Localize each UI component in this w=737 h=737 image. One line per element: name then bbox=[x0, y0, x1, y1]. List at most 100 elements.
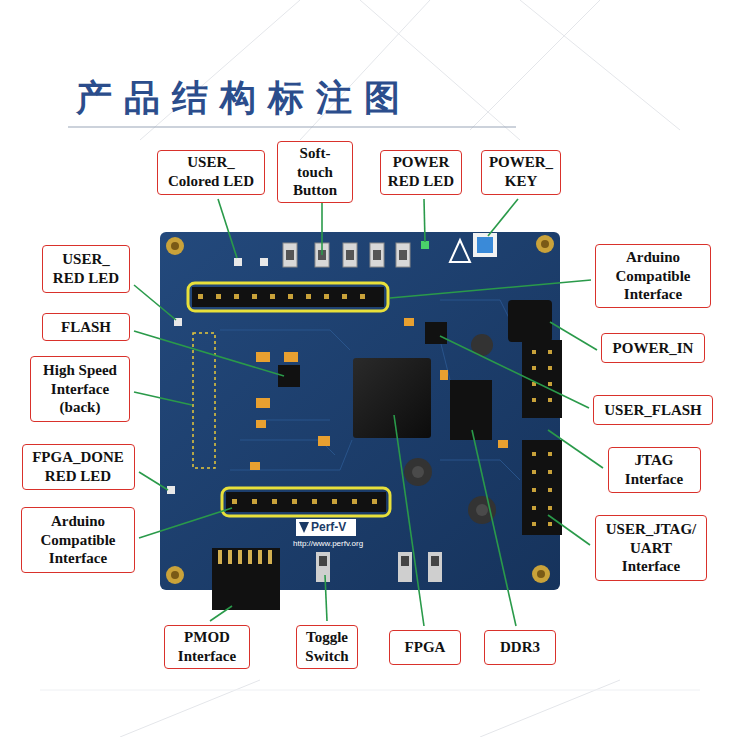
mounting-hole bbox=[536, 235, 554, 253]
push-button bbox=[318, 250, 326, 260]
callout-box: USER_JTAG/ UART Interface bbox=[595, 515, 707, 581]
power-key bbox=[450, 233, 497, 262]
leader-line bbox=[424, 199, 425, 242]
arduino-header bbox=[198, 294, 377, 504]
logo-patch bbox=[296, 519, 356, 536]
pmod-connector bbox=[248, 550, 252, 564]
callout-label: POWER RED LED bbox=[386, 153, 456, 191]
callout-box: USER_ Colored LED bbox=[157, 150, 265, 195]
pcb-board bbox=[440, 340, 450, 380]
arduino-header bbox=[312, 499, 317, 504]
background-lines bbox=[140, 0, 300, 140]
jtag-header bbox=[548, 506, 552, 510]
background-lines bbox=[470, 0, 600, 130]
toggle-switch bbox=[319, 556, 327, 566]
callout-box: POWER_ KEY bbox=[481, 150, 561, 195]
inductor bbox=[412, 466, 424, 478]
arduino-header bbox=[324, 294, 329, 299]
jtag-header bbox=[548, 452, 552, 456]
leader-line bbox=[134, 331, 284, 376]
jtag-header bbox=[548, 470, 552, 474]
arduino-header bbox=[198, 294, 203, 299]
flash-chip bbox=[278, 365, 300, 387]
title-underline bbox=[68, 126, 516, 127]
pmod-connector bbox=[228, 550, 232, 564]
capacitor bbox=[284, 352, 298, 362]
mounting-hole bbox=[171, 242, 179, 250]
jtag-header bbox=[548, 522, 552, 526]
arduino-header bbox=[288, 294, 293, 299]
mounting-hole bbox=[537, 570, 545, 578]
arduino-header bbox=[226, 492, 386, 512]
leader-line bbox=[325, 575, 327, 621]
callout-box: POWER RED LED bbox=[380, 150, 462, 195]
callout-box: JTAG Interface bbox=[608, 447, 701, 493]
push-button bbox=[315, 243, 329, 267]
jtag-header bbox=[532, 366, 536, 370]
push-button bbox=[396, 243, 410, 267]
pmod-connector bbox=[218, 550, 272, 564]
pmod-connector bbox=[218, 550, 222, 564]
pmod-connector bbox=[258, 550, 262, 564]
arduino-header bbox=[360, 294, 365, 299]
callout-label: PMOD Interface bbox=[170, 628, 244, 666]
leader-line bbox=[440, 336, 589, 408]
push-button bbox=[370, 243, 384, 267]
push-button bbox=[283, 243, 410, 267]
arduino-header bbox=[234, 294, 239, 299]
callout-box: High Speed Interface (back) bbox=[30, 356, 130, 422]
jtag-header bbox=[532, 470, 536, 474]
mounting-hole bbox=[532, 565, 550, 583]
callout-label: Arduino Compatible Interface bbox=[27, 512, 129, 568]
capacitor bbox=[498, 440, 508, 448]
toggle-switch bbox=[401, 556, 409, 566]
background-lines bbox=[120, 680, 260, 737]
toggle-switch bbox=[398, 552, 412, 582]
high-speed-outline bbox=[193, 333, 215, 468]
callout-label: FLASH bbox=[48, 318, 124, 337]
leader-line bbox=[134, 199, 603, 626]
callout-label: POWER_ KEY bbox=[487, 153, 555, 191]
push-button bbox=[343, 243, 357, 267]
leader-line bbox=[321, 199, 323, 255]
led bbox=[421, 241, 429, 249]
arduino-header bbox=[332, 499, 337, 504]
callout-box: POWER_IN bbox=[601, 333, 705, 363]
mounting-hole bbox=[166, 235, 554, 584]
background-lines bbox=[480, 680, 620, 737]
callout-label: POWER_IN bbox=[607, 339, 699, 358]
mounting-hole bbox=[541, 240, 549, 248]
jtag-header bbox=[548, 382, 552, 386]
pcb-board bbox=[160, 232, 560, 590]
callout-label: USER_ Colored LED bbox=[163, 153, 259, 191]
arduino-header bbox=[306, 294, 311, 299]
jtag-header bbox=[532, 350, 552, 526]
pcb-board bbox=[260, 420, 330, 421]
capacitor bbox=[250, 318, 508, 470]
callout-box: Arduino Compatible Interface bbox=[21, 507, 135, 573]
callout-label: Soft-touch Button bbox=[283, 144, 347, 200]
pmod-connector bbox=[238, 550, 242, 564]
arduino-header bbox=[252, 294, 257, 299]
jtag-header bbox=[548, 398, 552, 402]
background-lines bbox=[300, 0, 430, 140]
led bbox=[167, 486, 175, 494]
capacitor bbox=[256, 352, 270, 362]
pcb-board bbox=[230, 440, 352, 470]
callout-box: USER_ RED LED bbox=[42, 245, 130, 293]
arduino-header bbox=[272, 499, 277, 504]
power-key bbox=[473, 233, 497, 257]
callout-box: Toggle Switch bbox=[296, 625, 358, 669]
arduino-header bbox=[192, 287, 384, 307]
jtag-header bbox=[532, 350, 536, 354]
callout-box: USER_FLASH bbox=[593, 395, 713, 425]
inductor bbox=[404, 458, 432, 486]
mounting-hole bbox=[171, 571, 179, 579]
callout-label: USER_FLASH bbox=[599, 401, 707, 420]
jtag-header bbox=[532, 452, 536, 456]
power-jack bbox=[508, 300, 552, 342]
pmod-connector bbox=[268, 550, 272, 564]
background-lines bbox=[40, 690, 700, 691]
jtag-header bbox=[532, 398, 536, 402]
